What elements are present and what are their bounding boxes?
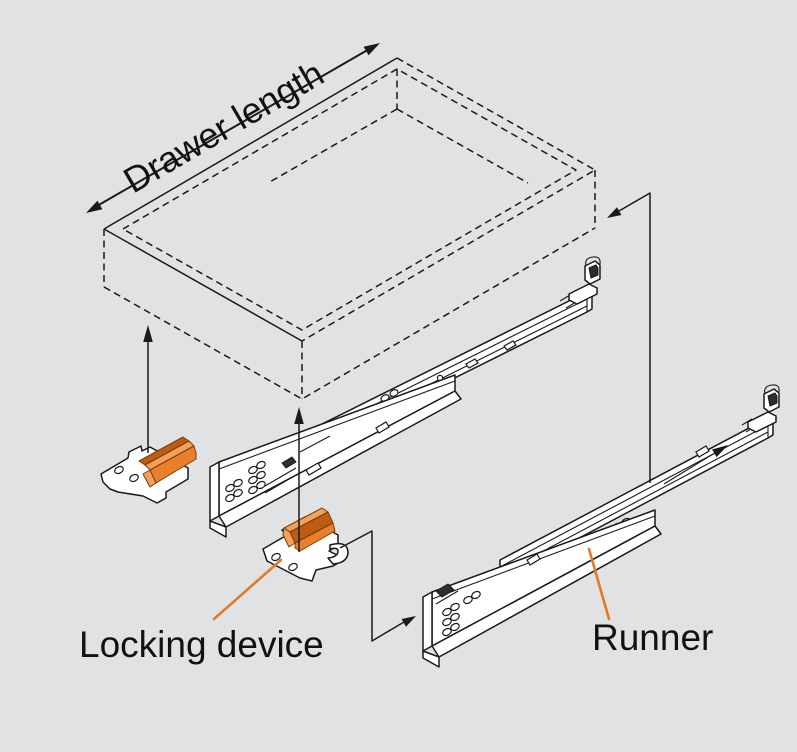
assembly-arrow-right-device-up: [294, 407, 304, 552]
runner-rear-arrowhead-icon: [401, 616, 416, 627]
label-drawer-length: Drawer length: [116, 52, 330, 200]
runner-left-front-hook: [568, 256, 601, 305]
runner-left-latch-details: [264, 435, 331, 494]
leader-line-runner: [587, 547, 611, 621]
up-arrowhead-right-icon: [294, 407, 304, 424]
locking-device-right: [262, 507, 349, 582]
runner-right-wall-topline: [431, 515, 656, 600]
runner-right: [422, 384, 780, 668]
label-runner: Runner: [592, 617, 713, 658]
drawer-bottom-edges: [103, 227, 596, 400]
direction-arrowhead-icon: [712, 445, 728, 458]
runner-left-channel-wall: [218, 374, 456, 517]
runner-right-direction-arrow: [663, 445, 728, 485]
locking-device-left-orange-channel: [138, 436, 197, 488]
runner-left-rail-cutout-1: [465, 358, 479, 369]
runner-right-rear-face: [422, 591, 433, 652]
runner-right-flange: [431, 525, 662, 658]
drawer-inner-rim: [122, 68, 577, 331]
runner-right-wall-holes: [442, 590, 481, 637]
connector-device-to-runner-rear: [339, 530, 416, 642]
drawer-corner-arrowhead-icon: [607, 207, 622, 218]
runner-left-flange: [218, 390, 462, 528]
runner-right-rail-cutout: [695, 445, 710, 458]
dimension-line: [96, 47, 372, 207]
locking-device-right-hook: [327, 542, 349, 565]
runner-left-rail-cutout-2: [503, 340, 517, 351]
assembly-arrow-left-device-up: [143, 325, 153, 453]
connector-runner-front-to-drawer: [607, 192, 651, 483]
drawer-length-dimension: Drawer length: [86, 43, 380, 213]
drawer-vertical-edges: [103, 69, 596, 399]
leader-line-locking-device: [212, 558, 283, 621]
runner-left-wall-cutout: [375, 421, 390, 434]
runner-right-wall-cutout: [526, 553, 541, 566]
drawer-rim-solid-edges: [103, 57, 398, 342]
drawer-interior-bottom: [267, 108, 529, 184]
locking-device-left: [100, 436, 197, 504]
drawer-outline: [103, 57, 596, 400]
runner-left-wall-topline: [218, 380, 456, 470]
drawer-rim-dashed-edges: [301, 57, 596, 342]
runner-left: [209, 256, 601, 538]
locking-device-right-orange-channel: [282, 507, 336, 552]
runner-right-front-hook: [747, 384, 780, 433]
runner-left-wall-holes: [225, 460, 266, 503]
runner-left-rear-face: [209, 461, 220, 522]
dimension-arrowhead-right-icon: [363, 43, 380, 56]
runner-left-rear-lip: [209, 520, 227, 538]
runner-right-rear-clip: [435, 583, 459, 605]
up-arrowhead-left-icon: [143, 325, 153, 342]
dimension-arrowhead-left-icon: [86, 200, 103, 213]
runner-right-rear-lip: [422, 650, 440, 668]
label-locking-device: Locking device: [79, 624, 324, 665]
